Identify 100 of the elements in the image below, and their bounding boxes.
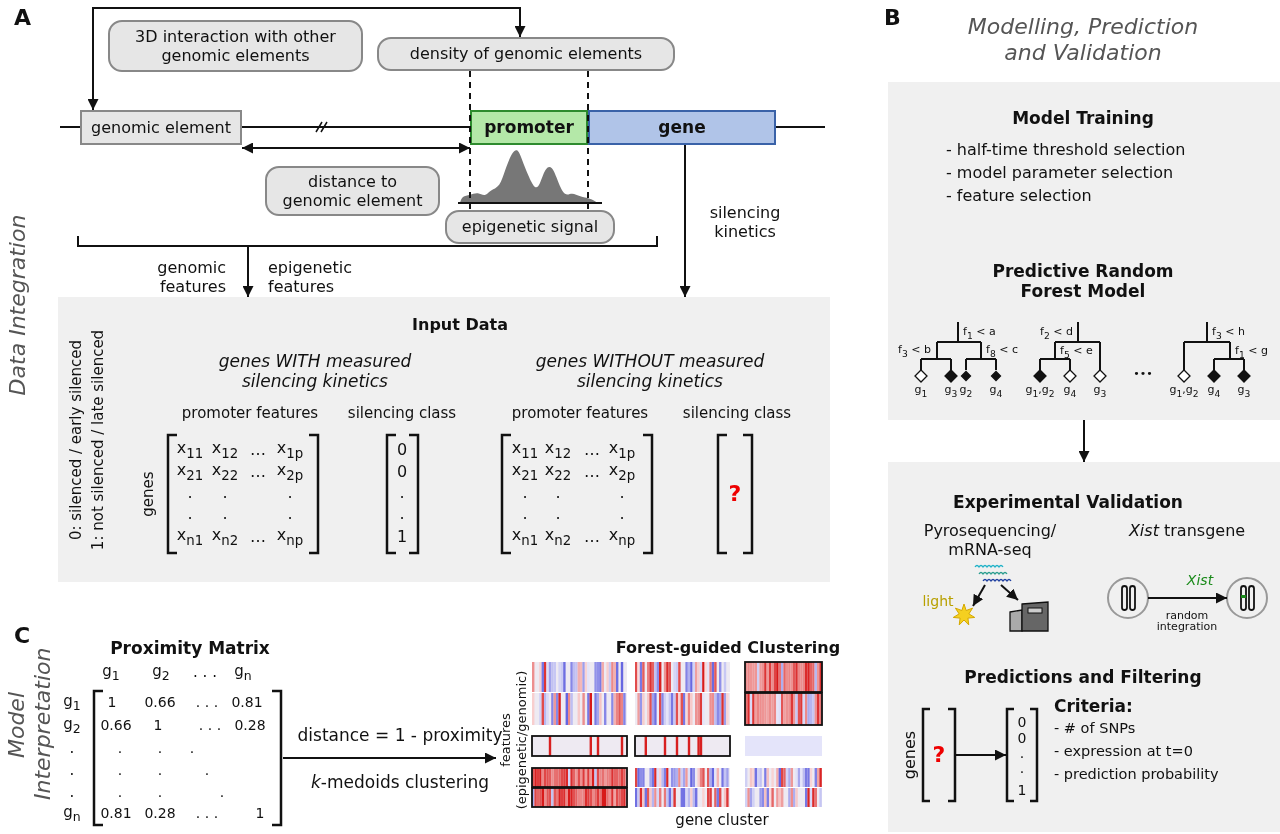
panel-letter: B (884, 4, 901, 32)
row-header: . (69, 761, 75, 779)
matrix-entry: . (522, 504, 528, 524)
arrow (1000, 584, 1019, 601)
matrix-entry: x$_{n1}$ (176, 525, 204, 549)
feature-box: density of genomic elements (377, 37, 675, 71)
feature-box: epigenetic signal (445, 210, 615, 244)
matrix-entry: … (584, 440, 600, 460)
row-header: g$_{n}$ (63, 802, 81, 824)
section-heading: Predictions and Filtering (964, 666, 1202, 688)
chart-title: Forest-guided Clustering (615, 638, 841, 658)
matrix-entry: . (555, 483, 561, 503)
matrix-entry: x$_{12}$ (544, 438, 572, 462)
matrix-entry: 0.66 (144, 693, 176, 711)
matrix-entry: . (157, 783, 163, 801)
column-header: g$_{1}$ (102, 661, 120, 683)
matrix-entry: . (189, 739, 195, 757)
row-header: . (69, 739, 75, 757)
matrix-entry: . (619, 483, 625, 503)
matrix-entry: x$_{n2}$ (544, 525, 572, 549)
unknown-mark: ? (932, 741, 946, 769)
matrix-entry: 0.66 (100, 716, 132, 734)
feature-box: distance to genomic element (265, 166, 440, 216)
split-rule: f$_{3}$ < h (1212, 325, 1245, 341)
matrix-entry: x$_{1p}$ (276, 438, 304, 462)
matrix-entry: x$_{12}$ (211, 438, 239, 462)
leaf-label: g$_{3}$ (944, 383, 958, 399)
matrix-entry: x$_{21}$ (511, 460, 539, 484)
matrix-entry: . . . (195, 693, 219, 711)
criteria-item: - prediction probability (1054, 766, 1219, 784)
matrix-entry: x$_{np}$ (608, 525, 636, 549)
split-rule: f$_{2}$ < d (1040, 325, 1073, 341)
matrix-entry: … (584, 462, 600, 482)
group-heading: genes WITHOUT measured silencing kinetics (534, 350, 766, 392)
matrix-entry: . (619, 504, 625, 524)
arrow (679, 144, 691, 298)
input-data-panel (58, 297, 830, 582)
criteria-item: - expression at t=0 (1054, 743, 1193, 761)
matrix-entry: . . . (198, 716, 222, 734)
matrix-entry: … (584, 527, 600, 547)
leaf-label: g$_{1}$,g$_{2}$ (1025, 383, 1055, 399)
arrow (955, 749, 1007, 761)
arrow (1078, 419, 1090, 463)
class-legend: 1: not silenced / late silenced (89, 329, 107, 551)
matrix-entry: . (157, 761, 163, 779)
section-heading: Model Training (1012, 107, 1154, 129)
matrix-entry: 1 (1017, 781, 1027, 799)
section-heading: Predictive Random Forest Model (991, 260, 1175, 302)
gene-box: gene (588, 110, 776, 145)
matrix-entry: x$_{2p}$ (276, 460, 304, 484)
matrix-entry: x$_{2p}$ (608, 460, 636, 484)
matrix-entry: 0 (396, 440, 408, 460)
promoter-box: promoter (470, 110, 588, 145)
matrix-entry: x$_{1p}$ (608, 438, 636, 462)
list-item: - feature selection (946, 186, 1092, 206)
panel-heading: Input Data (412, 315, 508, 335)
matrix-entry: 1 (107, 693, 117, 711)
matrix-entry: . (219, 783, 225, 801)
split-rule: f$_{5}$ < e (1060, 344, 1093, 360)
panel-letter: A (14, 4, 32, 32)
matrix-entry: … (250, 527, 266, 547)
method-label: Pyrosequencing/ mRNA-seq (922, 520, 1058, 560)
split-rule: f$_{1}$ < a (963, 325, 996, 341)
leaf-label: g$_{4}$ (1207, 383, 1221, 399)
arrow (282, 752, 497, 764)
matrix-entry: . (117, 761, 123, 779)
arrow (972, 584, 986, 607)
criteria-heading: Criteria: (1054, 695, 1133, 717)
leaf-label: g$_{2}$ (959, 383, 973, 399)
column-header: . . . (193, 663, 217, 681)
class-legend: 0: silenced / early silenced (67, 339, 85, 541)
feature-label: genomic features (156, 257, 226, 297)
matrix-entry: x$_{21}$ (176, 460, 204, 484)
matrix-entry: . (555, 504, 561, 524)
panel-letter: C (14, 622, 31, 650)
row-header: g$_{1}$ (63, 691, 81, 713)
leaf-label: g$_{1}$,g$_{2}$ (1169, 383, 1199, 399)
matrix-entry: x$_{np}$ (276, 525, 304, 549)
leaf-label: g$_{3}$ (1237, 383, 1251, 399)
section-title: Data Integration (4, 214, 31, 396)
matrix-entry: … (250, 462, 266, 482)
matrix-entry: . (1019, 744, 1025, 762)
model-panel (888, 82, 1280, 420)
arrow (241, 142, 471, 154)
column-heading: promoter features (181, 404, 319, 422)
gene-label: Xist (1186, 571, 1214, 589)
axis-label: genes (139, 471, 157, 517)
section-title: Model Interpretation (3, 650, 56, 800)
list-item: - model parameter selection (946, 163, 1174, 183)
matrix-entry: . (287, 483, 293, 503)
split-rule: f$_{1}$ < g (1235, 344, 1268, 360)
matrix-entry: 0.81 (100, 804, 132, 822)
element-box: genomic element (80, 110, 242, 145)
matrix-entry: . (204, 761, 210, 779)
ellipsis: ••• (1133, 367, 1153, 381)
matrix-entry: . (157, 739, 163, 757)
matrix-title: Proximity Matrix (110, 637, 270, 659)
group-heading: genes WITH measured silencing kinetics (217, 350, 413, 392)
criteria-item: - # of SNPs (1054, 720, 1136, 738)
dashed-line (587, 70, 589, 211)
